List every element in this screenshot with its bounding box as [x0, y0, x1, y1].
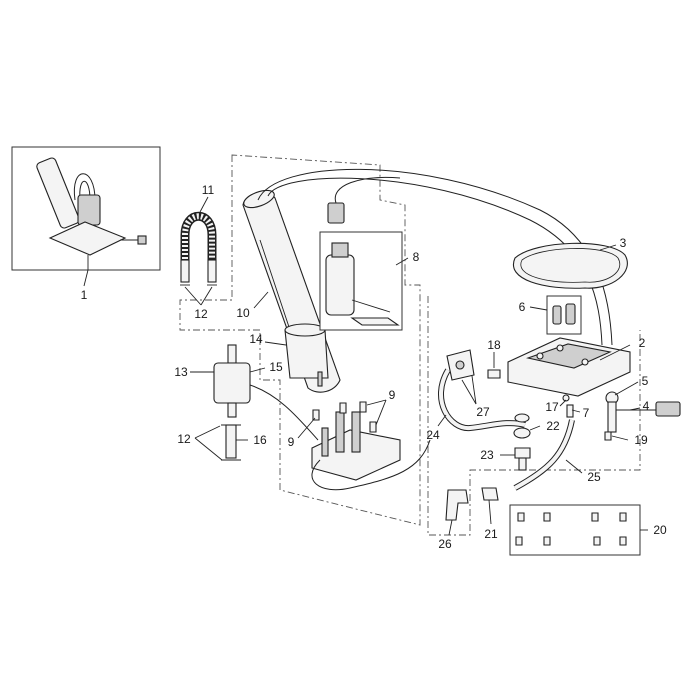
nipple-7 — [566, 404, 574, 418]
pump-wiring-harness — [257, 168, 613, 346]
leader-6 — [529, 306, 548, 311]
fuel-hose-25-inner — [514, 419, 574, 490]
callout-4: 4 — [643, 399, 650, 413]
pump-assembly-group-outline — [179, 154, 421, 526]
callout-2: 2 — [639, 336, 646, 350]
bolt-23-shank — [518, 457, 527, 471]
leader-5 — [614, 381, 639, 396]
leader-26 — [448, 519, 453, 536]
wiring-connector — [327, 202, 345, 224]
clips-kit — [546, 295, 582, 335]
leader-12a-2 — [200, 286, 213, 306]
quick-coupling-fitting — [446, 349, 475, 381]
callout-26: 26 — [438, 537, 452, 551]
callout-18: 18 — [487, 338, 501, 352]
fuel-filter — [213, 344, 251, 418]
tank-flange-group-outline — [427, 296, 641, 536]
leader-22 — [529, 425, 541, 431]
callout-13: 13 — [174, 365, 188, 379]
u-shaped-hose — [180, 211, 217, 283]
callout-5: 5 — [642, 374, 649, 388]
leader-27-1 — [461, 379, 477, 405]
callout-14: 14 — [249, 332, 263, 346]
leader-21 — [488, 499, 492, 525]
callout-23: 23 — [480, 448, 494, 462]
elbow-fitting-26 — [445, 489, 469, 521]
washer-22 — [513, 427, 531, 439]
complete-pump-assembly-inset — [11, 146, 161, 271]
fuel-hose-24-inner — [439, 368, 526, 431]
callout-9b: 9 — [389, 388, 396, 402]
callout-21: 21 — [484, 527, 498, 541]
callout-20: 20 — [653, 523, 667, 537]
hose-stub-16 — [225, 424, 237, 459]
leader-15 — [249, 367, 266, 373]
filter-wiring — [249, 384, 319, 441]
leader-27-2 — [471, 375, 477, 405]
callout-27: 27 — [476, 405, 490, 419]
leader-2 — [599, 344, 631, 361]
pump-wiring-harness-inner — [267, 177, 603, 346]
screw-18 — [487, 369, 501, 379]
flange-gasket — [512, 242, 628, 289]
callout-25: 25 — [587, 470, 601, 484]
callout-15: 15 — [269, 360, 283, 374]
callout-11: 11 — [202, 183, 215, 197]
base-wiring — [311, 439, 431, 491]
leader-14 — [264, 341, 287, 346]
callout-24: 24 — [426, 428, 440, 442]
callout-22: 22 — [546, 419, 560, 433]
callout-3: 3 — [620, 236, 627, 250]
callout-17: 17 — [545, 400, 559, 414]
leader-9b-2 — [366, 399, 387, 406]
inline-fitting-21 — [481, 487, 499, 501]
leader-7 — [571, 409, 581, 413]
leader-24 — [437, 414, 447, 427]
callout-19: 19 — [634, 433, 648, 447]
bolt-23 — [514, 447, 531, 459]
leader-12b-2 — [194, 437, 223, 461]
callout-1: 1 — [81, 288, 88, 302]
leader-12a-1 — [184, 286, 202, 306]
leader-1 — [83, 269, 89, 287]
leader-11 — [199, 196, 209, 213]
leader-4 — [629, 407, 641, 411]
callout-8: 8 — [413, 250, 420, 264]
pump-body-cylinder — [284, 323, 329, 387]
leader-8 — [395, 257, 409, 266]
callout-6: 6 — [519, 300, 526, 314]
leader-9b-1 — [375, 399, 387, 426]
leader-3 — [599, 244, 617, 251]
flange-gasket-inner — [520, 248, 621, 283]
leader-10 — [253, 291, 269, 309]
leader-12b-1 — [194, 425, 221, 439]
screw-kit — [509, 504, 641, 556]
leader-9a — [297, 417, 316, 439]
leader-25 — [565, 459, 583, 474]
callout-12a: 12 — [194, 307, 208, 321]
leader-19 — [611, 435, 629, 441]
washer-22b — [514, 413, 530, 423]
pump-support-base — [311, 401, 401, 481]
screw-19 — [604, 431, 612, 441]
electric-fuel-pump — [319, 231, 403, 331]
leader-17 — [559, 399, 567, 407]
callout-9a: 9 — [288, 435, 295, 449]
o-ring-17 — [562, 394, 570, 402]
tank-flange-plate — [507, 337, 631, 397]
callout-10: 10 — [236, 306, 250, 320]
connector-lead — [334, 176, 401, 204]
callout-12b: 12 — [177, 432, 191, 446]
callout-16: 16 — [253, 433, 267, 447]
callout-7: 7 — [583, 406, 590, 420]
